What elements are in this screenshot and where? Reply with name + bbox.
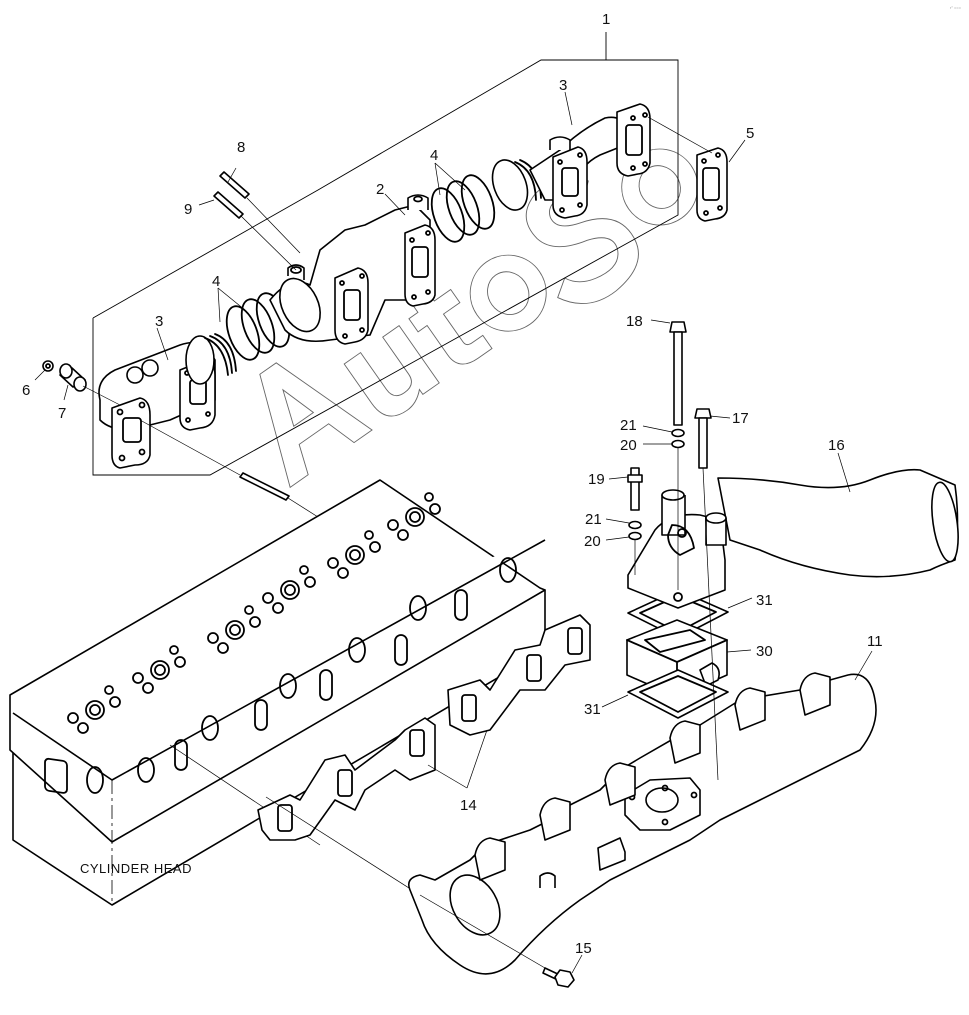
callout-6: 6 [22, 382, 30, 399]
callout-1: 1 [602, 11, 610, 28]
callout-9: 9 [184, 201, 192, 218]
cylinder-head-caption: CYLINDER HEAD [80, 861, 192, 876]
part-3-right-manifold-end [491, 103, 651, 219]
callout-15: 15 [575, 940, 592, 957]
callout-3-right: 3 [559, 77, 567, 94]
parts-8-9-studs [213, 171, 301, 271]
part-17-bolt [694, 408, 719, 781]
callout-14: 14 [460, 797, 477, 814]
callout-2: 2 [376, 181, 384, 198]
callout-17: 17 [732, 410, 749, 427]
callout-18: 18 [626, 313, 643, 330]
part-18-bolt [669, 321, 687, 590]
part-5-gasket [647, 116, 728, 222]
callout-4-lower: 4 [212, 273, 220, 290]
part-3-left-manifold-end [98, 333, 237, 469]
corner-mark: r° === [950, 5, 962, 10]
parts-6-7-nut-spacer [42, 360, 121, 406]
part-2-manifold-center [269, 194, 436, 345]
callout-20-lower: 20 [584, 533, 601, 550]
callout-4-upper: 4 [430, 147, 438, 164]
dowel-stud [139, 419, 319, 518]
assembly-1-outline [92, 32, 679, 476]
callout-8: 8 [237, 139, 245, 156]
callout-leaders [34, 91, 873, 974]
callout-19: 19 [588, 471, 605, 488]
callout-21-upper: 21 [620, 417, 637, 434]
callout-11: 11 [867, 633, 883, 650]
callout-20-upper: 20 [620, 437, 637, 454]
part-16-intake-pipe [627, 468, 959, 609]
washers-20-21 [628, 428, 685, 541]
part-14-intake-gaskets [257, 614, 591, 896]
callout-30: 30 [756, 643, 773, 660]
callout-3-left: 3 [155, 313, 163, 330]
callout-16: 16 [828, 437, 845, 454]
callout-7: 7 [58, 405, 66, 422]
callout-31-lower: 31 [584, 701, 601, 718]
cylinder-head [9, 479, 546, 906]
part-11-intake-manifold [407, 672, 877, 975]
callout-21-lower: 21 [585, 511, 602, 528]
part-31-gasket-lower [627, 669, 729, 719]
part-15-bolt [419, 894, 575, 988]
callout-5: 5 [746, 125, 754, 142]
part-30-heater-housing [626, 619, 728, 698]
callout-31-upper: 31 [756, 592, 773, 609]
part-19-stud [627, 467, 643, 575]
part-4-sealing-rings-upper [430, 174, 496, 243]
